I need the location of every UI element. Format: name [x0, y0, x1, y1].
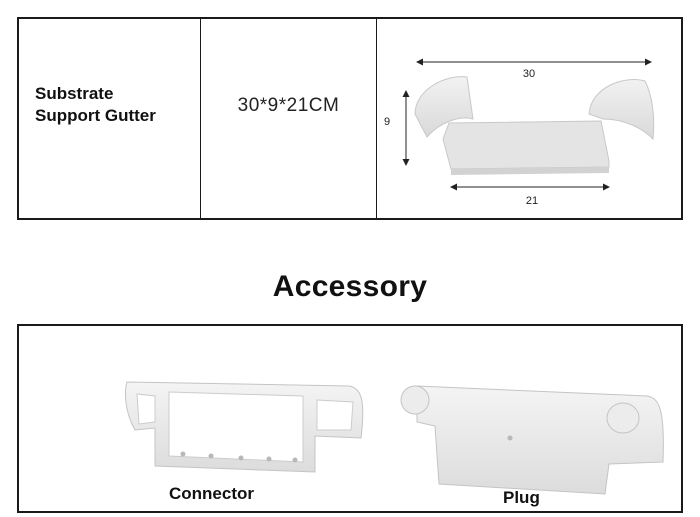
product-name-line2: Support Gutter: [35, 106, 156, 125]
product-name: Substrate Support Gutter: [35, 83, 195, 127]
width-dimension-label: 30: [523, 68, 535, 80]
accessory-box: Connector Plug: [17, 324, 683, 513]
connector-image: [124, 381, 364, 473]
gutter-diagram: 30 9 21: [384, 58, 655, 207]
plug-label: Plug: [503, 488, 540, 507]
accessory-images: [124, 381, 664, 495]
accessory-heading: Accessory: [272, 270, 428, 303]
spec-size-cell: 30*9*21CM: [201, 19, 377, 218]
connector-label: Connector: [169, 484, 254, 503]
spec-name-cell: Substrate Support Gutter: [19, 19, 201, 218]
height-dimension-label: 9: [384, 116, 390, 128]
gutter-shape: [414, 76, 655, 175]
spec-diagram-cell: 30 9 21: [377, 19, 681, 218]
plug-image: [400, 385, 664, 495]
product-size: 30*9*21CM: [237, 95, 340, 116]
spec-table: Substrate Support Gutter 30*9*21CM: [17, 17, 683, 220]
depth-dimension-label: 21: [526, 195, 538, 207]
product-name-line1: Substrate: [35, 84, 114, 103]
